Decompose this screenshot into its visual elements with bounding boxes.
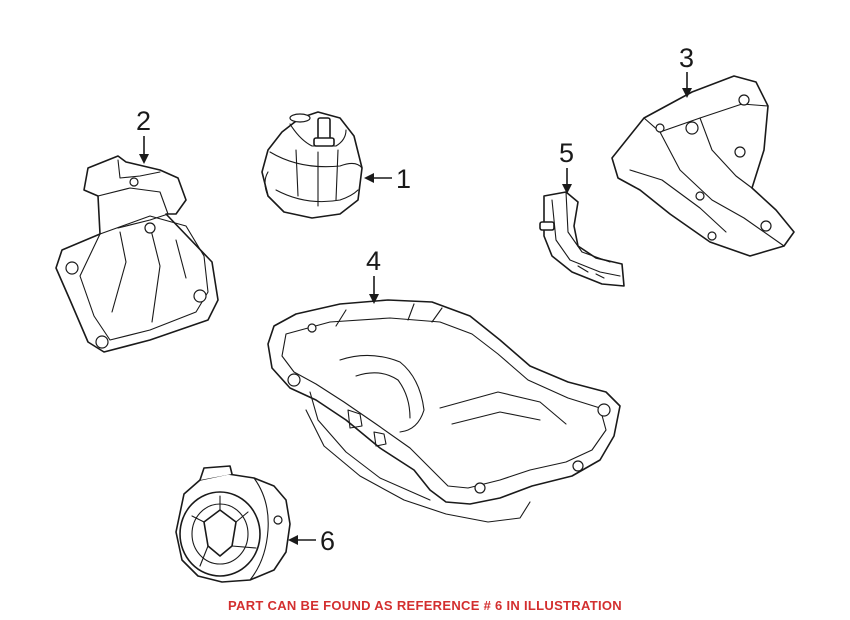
- part-5-strap-bracket[interactable]: [539, 191, 625, 287]
- callout-6: 6: [320, 526, 335, 556]
- callout-3: 3: [679, 43, 694, 73]
- part-6-transmission-mount[interactable]: [175, 465, 291, 583]
- part-3-support-bracket[interactable]: [611, 75, 795, 257]
- part-4-subframe[interactable]: [267, 299, 621, 523]
- leader-1: [364, 173, 392, 183]
- callout-2: 2: [136, 106, 151, 136]
- leader-2: [139, 136, 149, 164]
- leader-6: [288, 535, 316, 545]
- reference-note: PART CAN BE FOUND AS REFERENCE # 6 IN IL…: [228, 598, 622, 613]
- part-1-engine-mount[interactable]: [261, 111, 363, 219]
- leader-5: [562, 168, 572, 194]
- leader-4: [369, 276, 379, 304]
- leader-3: [682, 72, 692, 98]
- callout-5: 5: [559, 138, 574, 168]
- callout-4: 4: [366, 246, 381, 276]
- callout-1: 1: [396, 164, 411, 194]
- part-2-bracket[interactable]: [55, 155, 219, 353]
